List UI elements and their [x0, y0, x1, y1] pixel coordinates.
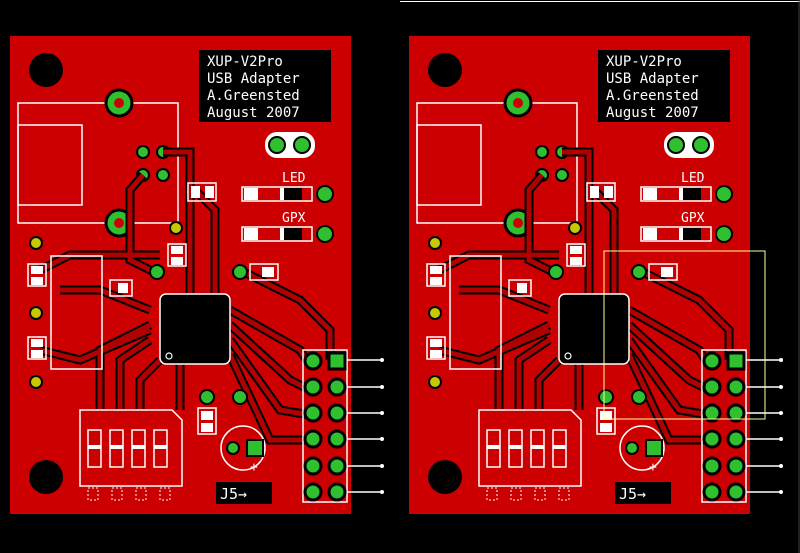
jumper-pads — [265, 132, 315, 158]
usb-connector-inner — [17, 124, 83, 206]
header-connector — [701, 349, 783, 503]
label-line-4: August 2007 — [606, 105, 699, 121]
gpx-component: GPX — [241, 211, 334, 243]
polarity-mark: + — [649, 460, 657, 475]
left-column-parts — [426, 236, 502, 389]
label-line-2: USB Adapter — [207, 71, 300, 87]
gpx-label: GPX — [282, 211, 306, 226]
pin1-marker — [165, 352, 173, 360]
left-column-parts — [27, 236, 103, 389]
vias — [149, 221, 248, 405]
label-line-4: August 2007 — [207, 105, 300, 121]
mounting-hole — [29, 53, 63, 87]
pad-hole — [114, 98, 124, 108]
j5-label: J5→ — [619, 485, 646, 503]
selection-highlight-box — [603, 250, 766, 420]
mounting-hole — [29, 460, 63, 494]
label-line-3: A.Greensted — [606, 88, 699, 104]
board-left: XUP-V2Pro USB Adapter A.Greensted August… — [10, 36, 384, 514]
dip-switch — [79, 409, 183, 501]
led-label: LED — [282, 171, 306, 186]
pad-hole — [513, 98, 523, 108]
usb-controller-ic — [558, 293, 630, 365]
label-line-2: USB Adapter — [606, 71, 699, 87]
label-block — [598, 50, 730, 122]
vias — [548, 221, 647, 405]
jumper-pads — [664, 132, 714, 158]
label-line-1: XUP-V2Pro — [606, 54, 682, 70]
gpx-component: GPX — [640, 211, 733, 243]
traces — [437, 149, 732, 443]
pad-hole — [513, 218, 523, 228]
led-component: LED — [640, 171, 733, 203]
pad-hole — [114, 218, 124, 228]
label-line-3: A.Greensted — [207, 88, 300, 104]
dip-switch — [478, 409, 582, 501]
label-block — [199, 50, 331, 122]
j5-label-bg — [615, 482, 671, 504]
electrolytic-capacitor: + — [619, 425, 665, 475]
mounting-hole — [428, 53, 462, 87]
traces — [38, 149, 333, 443]
header-connector — [302, 349, 384, 503]
j5-label-bg — [216, 482, 272, 504]
board-right: XUP-V2Pro USB Adapter A.Greensted August… — [409, 0, 800, 553]
usb-controller-ic — [159, 293, 231, 365]
pin1-marker — [564, 352, 572, 360]
smd-resistors — [508, 182, 678, 435]
led-label: LED — [681, 171, 705, 186]
label-line-1: XUP-V2Pro — [207, 54, 283, 70]
smd-resistors — [109, 182, 279, 435]
mounting-hole — [428, 460, 462, 494]
polarity-mark: + — [250, 460, 258, 475]
j5-label: J5→ — [220, 485, 247, 503]
led-component: LED — [241, 171, 334, 203]
gpx-label: GPX — [681, 211, 705, 226]
usb-connector-inner — [416, 124, 482, 206]
electrolytic-capacitor: + — [220, 425, 266, 475]
